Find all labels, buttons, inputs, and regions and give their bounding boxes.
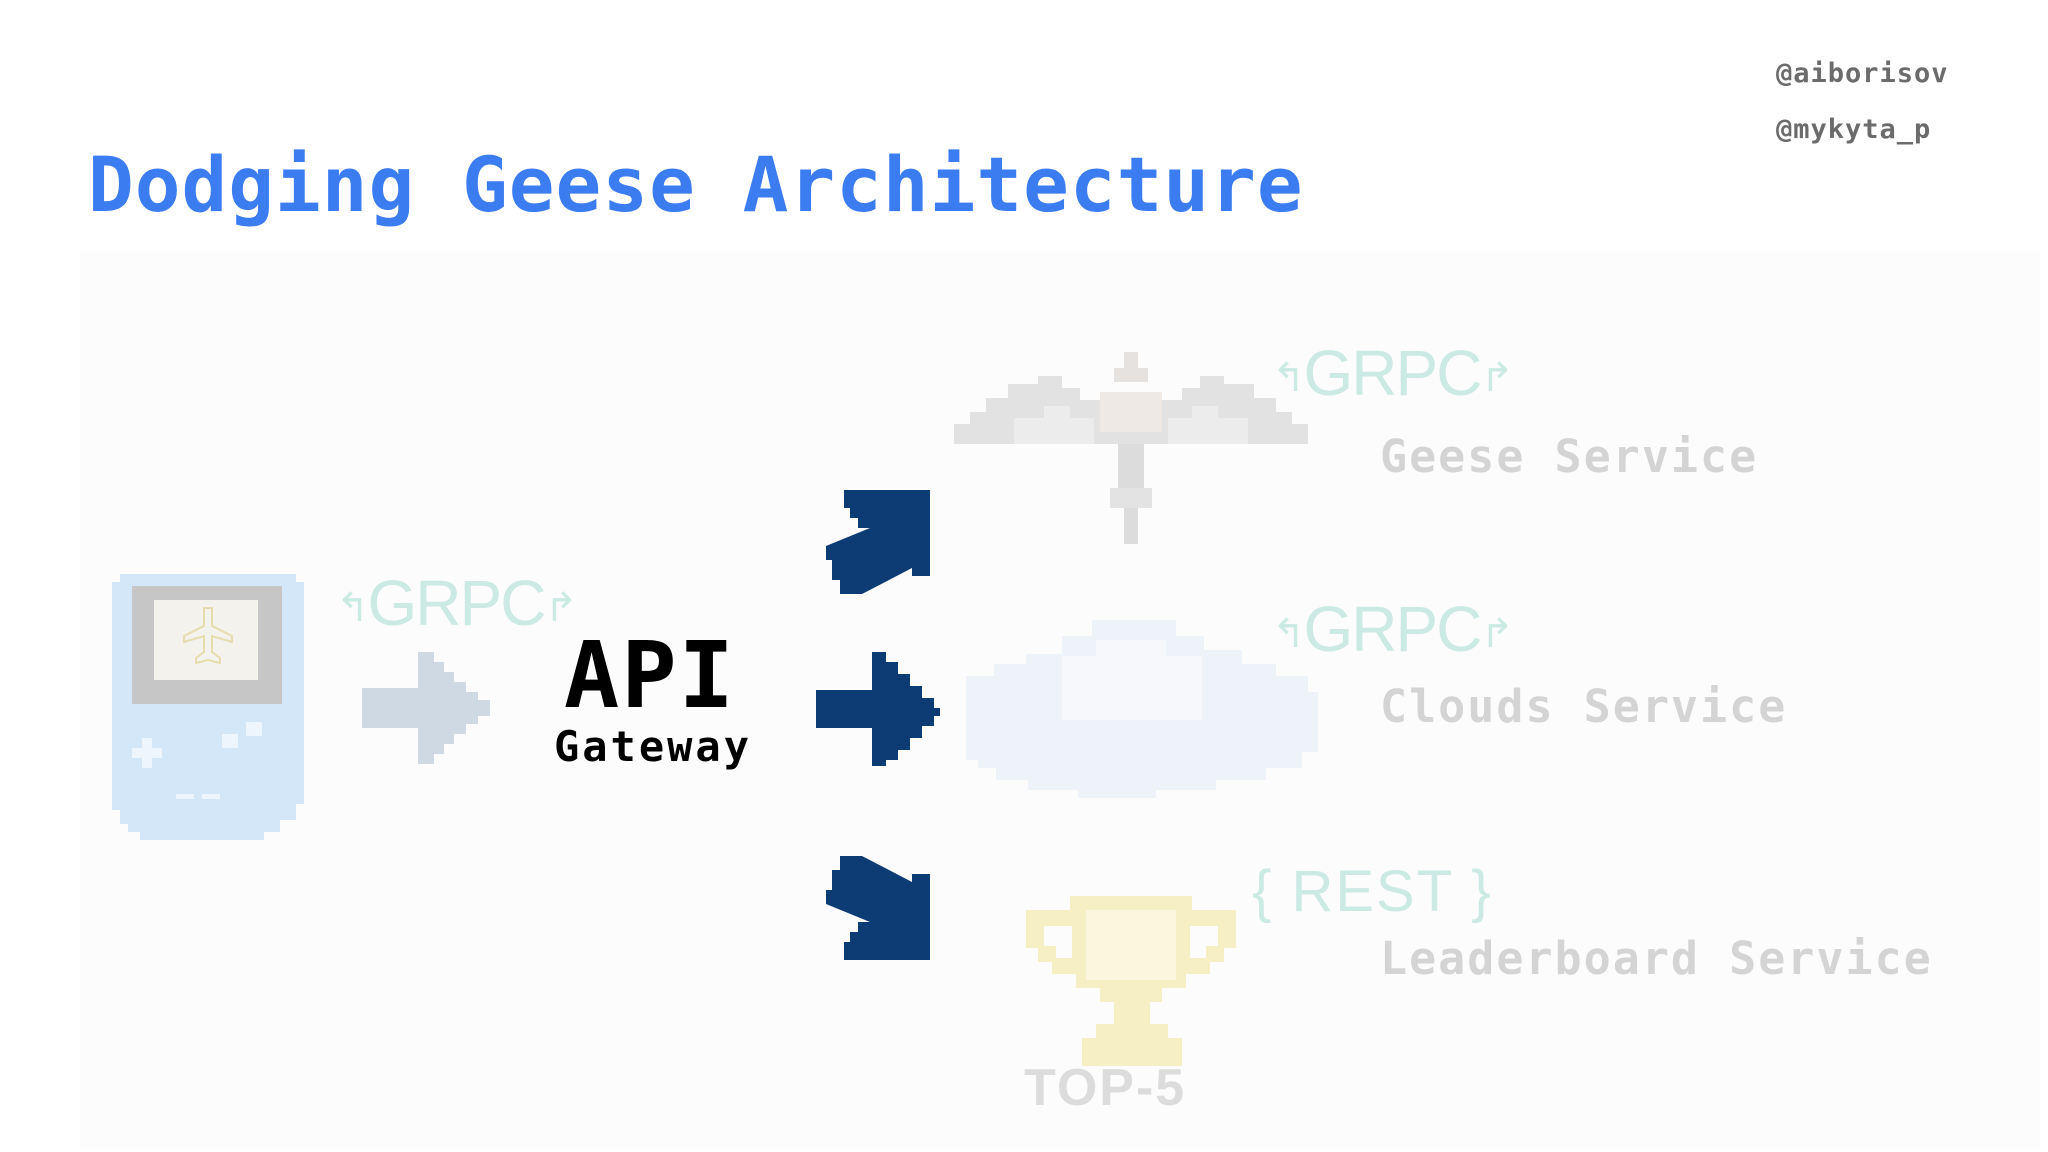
handle-mykyta: @mykyta_p [1776, 114, 1932, 145]
handle-aiborisov: @aiborisov [1776, 58, 1949, 89]
api-gateway-subtitle: Gateway [553, 722, 752, 771]
slide-title: Dodging Geese Architecture [88, 140, 1304, 229]
gameboy-icon [112, 574, 304, 840]
cloud-icon [966, 620, 1318, 798]
arrow-client-to-api [362, 652, 490, 764]
arrow-api-to-leaderboard [826, 856, 930, 960]
arrow-api-to-clouds [816, 652, 940, 766]
clouds-service-label: Clouds Service [1380, 680, 1788, 733]
protocol-leaderboard: { REST } [1252, 859, 1493, 924]
author-handles: @aiborisov @mykyta_p [1776, 58, 1949, 170]
trophy-label: TOP-5 [1024, 1059, 1187, 1117]
protocol-clouds: ↰GRPC↱ [1272, 593, 1514, 665]
trophy-icon [1026, 896, 1236, 1066]
geese-service-label: Geese Service [1380, 430, 1759, 483]
goose-icon [954, 352, 1308, 544]
api-gateway-title: API [563, 622, 737, 729]
protocol-geese: ↰GRPC↱ [1272, 337, 1514, 409]
leaderboard-service-label: Leaderboard Service [1380, 932, 1933, 985]
protocol-client: ↰GRPC↱ [336, 567, 578, 639]
arrow-api-to-geese [826, 490, 930, 594]
